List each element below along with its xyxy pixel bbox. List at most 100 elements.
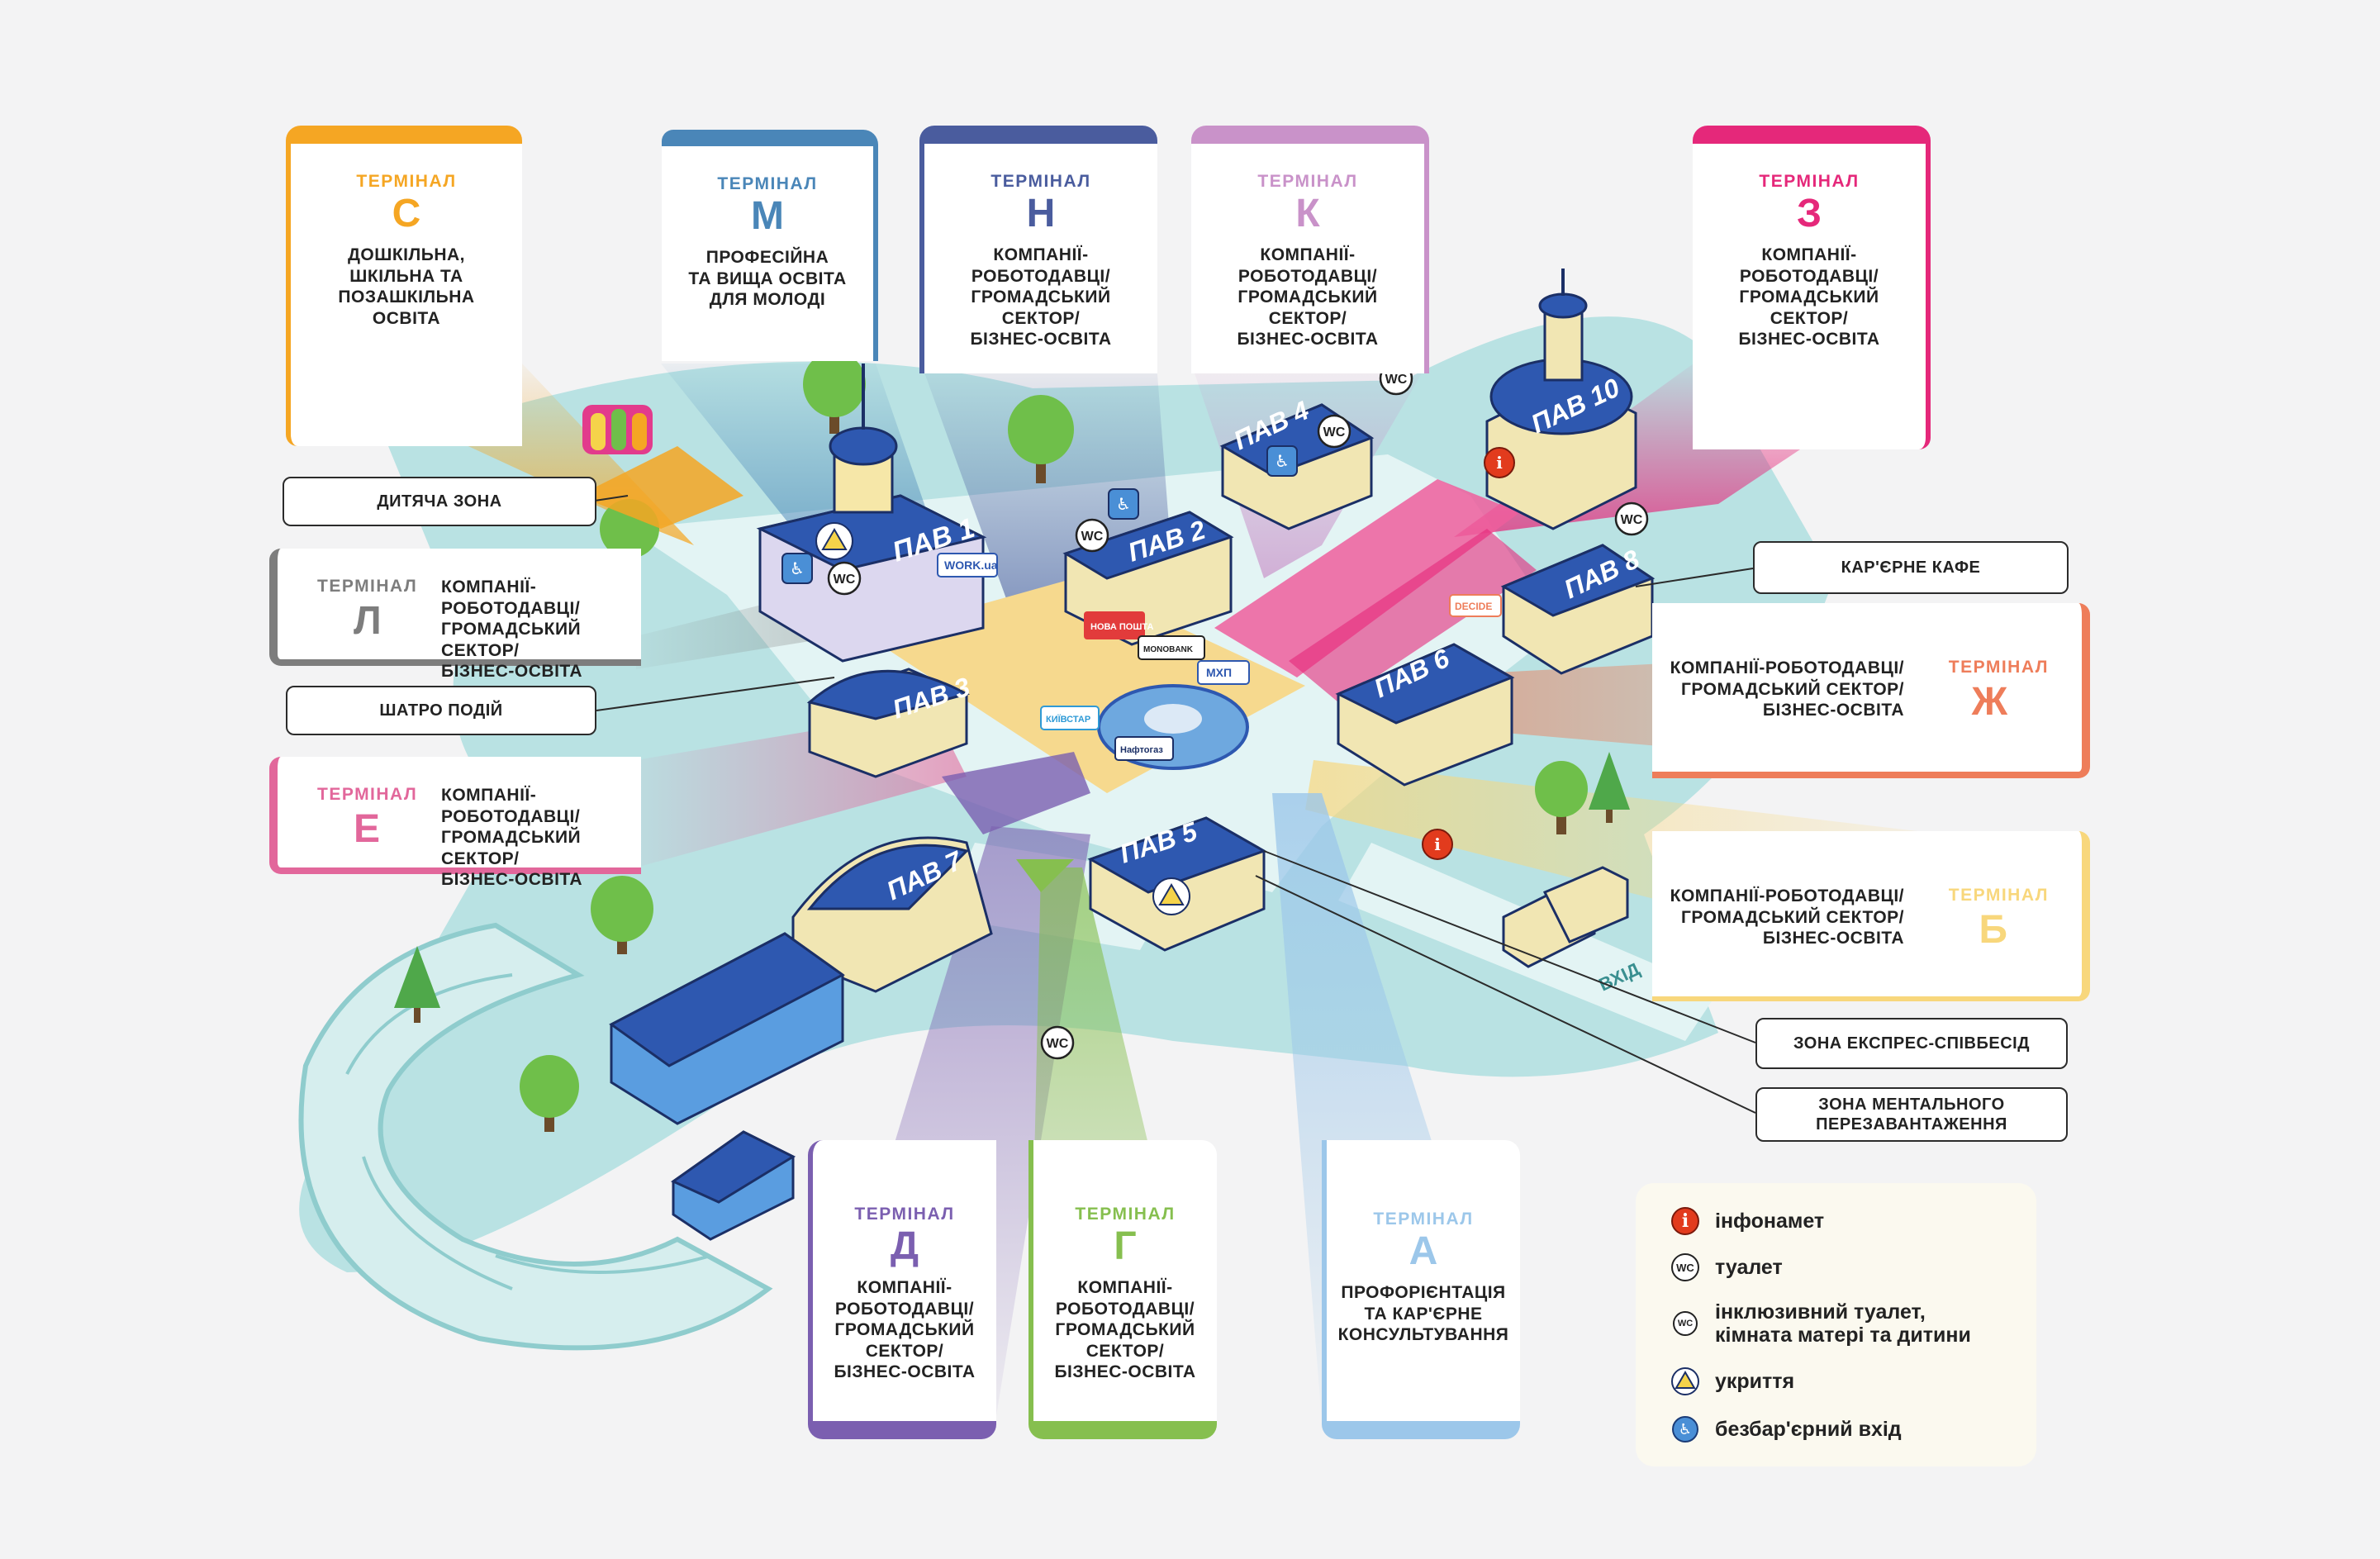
terminal-g-letter: Г bbox=[1114, 1224, 1137, 1268]
wc-icon: WC bbox=[1614, 501, 1649, 536]
svg-text:i: i bbox=[1434, 834, 1441, 854]
terminal-c-letter: С bbox=[392, 192, 421, 235]
career-cafe-label[interactable]: КАР'ЄРНЕ КАФЕ bbox=[1753, 541, 2069, 594]
legend-item-accessible: ♿ безбар'єрний вхід bbox=[1667, 1411, 1902, 1447]
info-icon: i bbox=[1484, 447, 1515, 478]
terminal-b-card[interactable]: КОМПАНІЇ-РОБОТОДАВЦІ/ГРОМАДСЬКИЙ СЕКТОР/… bbox=[1652, 831, 2090, 1001]
svg-text:MXП: MXП bbox=[1206, 666, 1232, 679]
svg-text:НОВА ПОШТА: НОВА ПОШТА bbox=[1090, 622, 1153, 632]
map-legend: i інфонамет WC туалет WC інклюзивний туа… bbox=[1636, 1183, 2036, 1466]
svg-text:WC: WC bbox=[1385, 373, 1408, 387]
wc-icon: WC bbox=[1671, 1253, 1699, 1281]
sponsor-mhp: MXП bbox=[1197, 660, 1250, 685]
terminal-h-word: ТЕРМІНАЛ bbox=[990, 172, 1091, 191]
sponsor-tags: WORK.ua НОВА ПОШТА MONOBANK MXП КИЇВСТАР… bbox=[937, 553, 1502, 761]
sponsor-monobank: MONOBANK bbox=[1138, 635, 1205, 660]
svg-text:WC: WC bbox=[1323, 425, 1346, 440]
terminal-zh-desc: КОМПАНІЇ-РОБОТОДАВЦІ/ГРОМАДСЬКИЙ СЕКТОР/… bbox=[1670, 658, 1904, 720]
terminal-z-letter: З bbox=[1796, 192, 1822, 235]
terminal-k-letter: К bbox=[1295, 192, 1320, 235]
wc-icon: WC bbox=[827, 561, 862, 596]
terminal-z-word: ТЕРМІНАЛ bbox=[1759, 172, 1860, 191]
express-interview-zone-label[interactable]: ЗОНА ЕКСПРЕС-СПІВБЕСІД bbox=[1755, 1018, 2068, 1069]
terminal-l-card[interactable]: ТЕРМІНАЛ Л КОМПАНІЇ-РОБОТОДАВЦІ/ГРОМАДСЬ… bbox=[269, 549, 641, 681]
svg-text:DECIDE: DECIDE bbox=[1455, 601, 1492, 612]
terminal-k-word: ТЕРМІНАЛ bbox=[1257, 172, 1358, 191]
svg-text:♿: ♿ bbox=[790, 558, 805, 578]
svg-text:WC: WC bbox=[1047, 1037, 1069, 1051]
accessible-entrance-icon: ♿ bbox=[781, 553, 813, 584]
inclusive-wc-icon: WC bbox=[1673, 1311, 1698, 1336]
pavilion-10: ПАВ 10 bbox=[1485, 269, 1637, 530]
shelter-icon bbox=[1152, 877, 1190, 915]
terminal-c-word: ТЕРМІНАЛ bbox=[356, 172, 457, 191]
kids-zone-label[interactable]: ДИТЯЧА ЗОНА bbox=[283, 477, 596, 526]
events-tent-label[interactable]: ШАТРО ПОДІЙ bbox=[286, 686, 596, 735]
terminal-g-word: ТЕРМІНАЛ bbox=[1075, 1205, 1176, 1224]
sponsor-workua: WORK.ua bbox=[937, 553, 998, 577]
svg-text:WC: WC bbox=[1621, 513, 1643, 527]
info-icon: i bbox=[1671, 1207, 1699, 1235]
svg-text:WC: WC bbox=[1081, 530, 1104, 544]
shelter-icon bbox=[1671, 1367, 1699, 1395]
legend-item-info: i інфонамет bbox=[1667, 1203, 1824, 1239]
legend-item-wc: WC туалет bbox=[1667, 1249, 1783, 1286]
terminal-zh-word: ТЕРМІНАЛ bbox=[1948, 658, 2049, 677]
svg-text:♿: ♿ bbox=[1275, 451, 1290, 471]
mental-reboot-zone-label[interactable]: ЗОНА МЕНТАЛЬНОГО ПЕРЕЗАВАНТАЖЕННЯ bbox=[1755, 1087, 2068, 1142]
terminal-h-letter: Н bbox=[1026, 192, 1056, 235]
svg-text:♿: ♿ bbox=[1116, 494, 1131, 514]
terminal-l-letter: Л bbox=[354, 599, 382, 643]
terminal-g-card[interactable]: ТЕРМІНАЛ Г КОМПАНІЇ-РОБОТОДАВЦІ/ГРОМАДСЬ… bbox=[1028, 1140, 1217, 1439]
terminal-e-card[interactable]: ТЕРМІНАЛ Е КОМПАНІЇ-РОБОТОДАВЦІ/ГРОМАДСЬ… bbox=[269, 757, 641, 889]
terminal-m-letter: М bbox=[751, 194, 784, 238]
sponsor-kyivstar: КИЇВСТАР bbox=[1040, 706, 1100, 730]
label-connectors bbox=[594, 495, 1756, 1114]
terminal-e-word: ТЕРМІНАЛ bbox=[317, 785, 418, 804]
terminal-d-card[interactable]: ТЕРМІНАЛ Д КОМПАНІЇ-РОБОТОДАВЦІ/ГРОМАДСЬ… bbox=[808, 1140, 996, 1439]
terminal-b-word: ТЕРМІНАЛ bbox=[1948, 886, 2049, 905]
pavilion-6: ПАВ 6 bbox=[1335, 643, 1515, 787]
svg-text:i: i bbox=[1496, 453, 1503, 473]
terminal-d-letter: Д bbox=[890, 1224, 919, 1268]
sponsor-naftogaz: Нафтогаз bbox=[1114, 736, 1174, 761]
terminal-k-card[interactable]: ТЕРМІНАЛ К КОМПАНІЇ-РОБОТОДАВЦІ/ГРОМАДСЬ… bbox=[1191, 126, 1429, 373]
stadium-track bbox=[298, 922, 773, 1351]
svg-text:WORK.ua: WORK.ua bbox=[944, 558, 998, 572]
terminal-l-desc: КОМПАНІЇ-РОБОТОДАВЦІ/ГРОМАДСЬКИЙ СЕКТОР/… bbox=[441, 577, 583, 681]
trees bbox=[394, 351, 1630, 1132]
terminal-b-letter: Б bbox=[1979, 908, 2008, 952]
legend-item-shelter: укриття bbox=[1667, 1363, 1794, 1400]
terminal-l-word: ТЕРМІНАЛ bbox=[317, 577, 418, 596]
wc-icon: WC bbox=[1040, 1025, 1075, 1060]
terminal-z-card[interactable]: ТЕРМІНАЛ З КОМПАНІЇ-РОБОТОДАВЦІ/ГРОМАДСЬ… bbox=[1693, 126, 1931, 449]
svg-text:MONOBANK: MONOBANK bbox=[1143, 645, 1194, 654]
terminal-b-desc: КОМПАНІЇ-РОБОТОДАВЦІ/ГРОМАДСЬКИЙ СЕКТОР/… bbox=[1670, 886, 1904, 948]
terminal-zh-card[interactable]: КОМПАНІЇ-РОБОТОДАВЦІ/ГРОМАДСЬКИЙ СЕКТОР/… bbox=[1652, 603, 2090, 778]
wc-icon: WC bbox=[1317, 414, 1352, 449]
legend-item-inclusive-wc: WC інклюзивний туалет, кімната матері та… bbox=[1667, 1300, 1971, 1347]
terminal-m-word: ТЕРМІНАЛ bbox=[717, 174, 818, 193]
shelter-icon bbox=[815, 522, 853, 560]
terminal-zh-letter: Ж bbox=[1971, 680, 2007, 724]
svg-text:КИЇВСТАР: КИЇВСТАР bbox=[1046, 714, 1090, 725]
info-icon: i bbox=[1422, 829, 1453, 860]
terminal-h-card[interactable]: ТЕРМІНАЛ Н КОМПАНІЇ-РОБОТОДАВЦІ/ГРОМАДСЬ… bbox=[919, 126, 1157, 373]
terminal-d-word: ТЕРМІНАЛ bbox=[854, 1205, 955, 1224]
terminal-a-letter: А bbox=[1409, 1229, 1438, 1273]
pavilion-3: ПАВ 3 bbox=[806, 668, 974, 778]
alley-pink bbox=[1214, 479, 1520, 677]
accessible-entrance-icon: ♿ bbox=[1266, 445, 1298, 477]
kids-zone-area bbox=[578, 405, 743, 529]
svg-text:Нафтогаз: Нафтогаз bbox=[1120, 745, 1163, 755]
